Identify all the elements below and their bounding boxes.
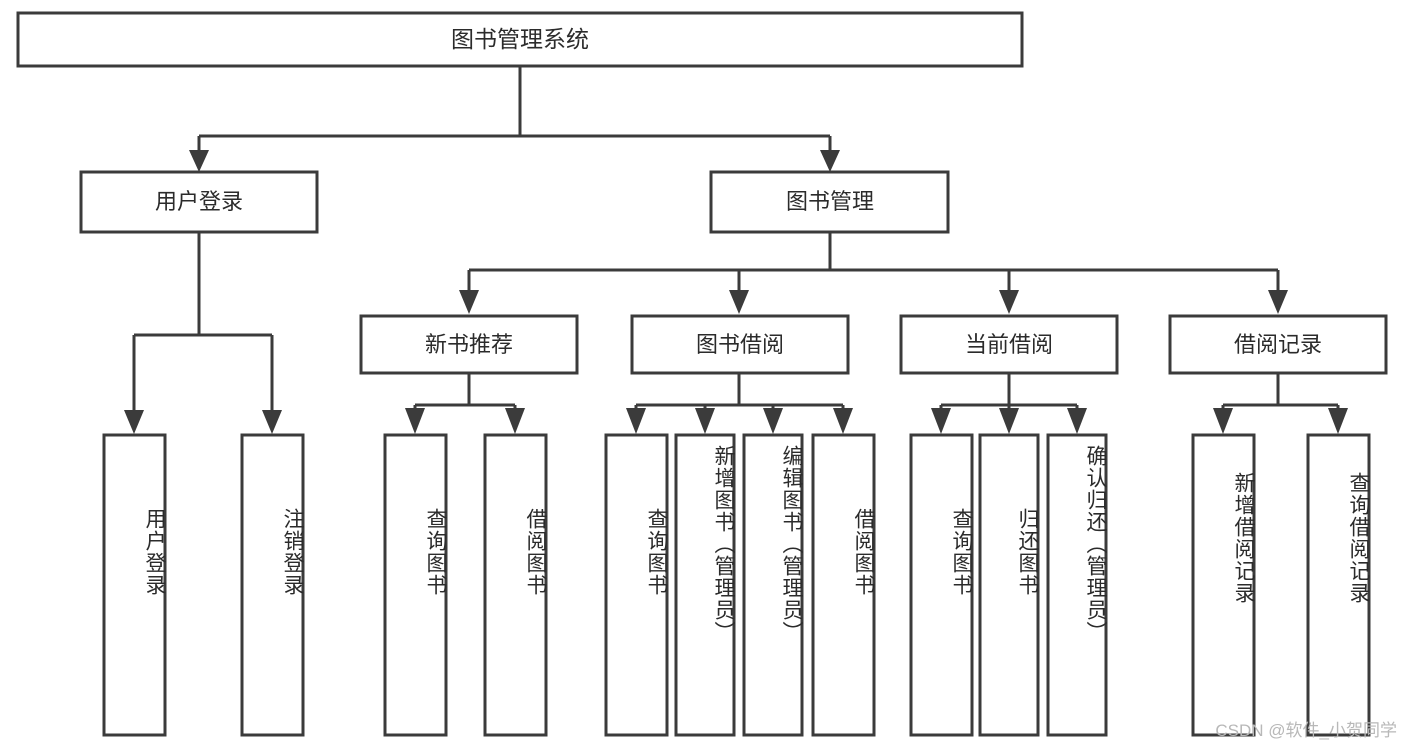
node-borrow-record-label: 借阅记录 [1234, 332, 1322, 357]
node-borrow-record[interactable]: 借阅记录 [1168, 314, 1388, 375]
node-leaf-query-book-3-box[interactable] [909, 433, 974, 737]
node-new-book-rec-box[interactable] [359, 314, 579, 375]
node-user-login[interactable]: 用户登录 [79, 170, 319, 234]
node-root[interactable]: 图书管理系统 [16, 11, 1024, 68]
node-leaf-user-logout-box[interactable] [240, 433, 305, 737]
node-new-book-rec-label: 新书推荐 [425, 332, 513, 357]
node-book-manage[interactable]: 图书管理 [709, 170, 950, 234]
node-leaf-return-book-box[interactable] [978, 433, 1040, 737]
node-leaf-borrow-book-2-box[interactable] [811, 433, 876, 737]
node-leaf-query-book-2-box[interactable] [604, 433, 669, 737]
connector-book-borrow-to-leaves [626, 373, 853, 434]
node-leaf-add-book-box[interactable] [674, 433, 736, 737]
node-leaf-user-login-box[interactable] [102, 433, 167, 737]
node-new-book-rec[interactable]: 新书推荐 [359, 314, 579, 375]
node-root-label: 图书管理系统 [451, 26, 589, 52]
node-current-borrow-label: 当前借阅 [965, 332, 1053, 357]
connector-borrow-record-to-leaves [1213, 373, 1348, 434]
connector-current-borrow-to-leaves [931, 373, 1087, 434]
node-current-borrow-box[interactable] [899, 314, 1119, 375]
node-user-login-label: 用户登录 [155, 189, 243, 214]
node-book-borrow-box[interactable] [630, 314, 850, 375]
node-leaf-confirm-return-box[interactable] [1046, 433, 1108, 737]
node-leaf-add-record-box[interactable] [1191, 433, 1256, 737]
node-borrow-record-box[interactable] [1168, 314, 1388, 375]
node-book-borrow[interactable]: 图书借阅 [630, 314, 850, 375]
node-leaf-query-book-1-box[interactable] [383, 433, 448, 737]
connector-user-login-to-leaves [124, 232, 282, 434]
node-leaf-borrow-book-1-box[interactable] [483, 433, 548, 737]
node-book-borrow-label: 图书借阅 [696, 332, 784, 357]
connector-root-to-level2 [197, 66, 832, 152]
node-book-manage-box[interactable] [709, 170, 950, 234]
connector-new-book-rec-to-leaves [405, 373, 525, 434]
connector-book-manage-to-level3 [459, 232, 1288, 314]
arrowhead-book-manage [820, 150, 840, 172]
node-root-box[interactable] [16, 11, 1024, 68]
arrowhead-user-login [189, 150, 209, 172]
node-leaf-edit-book-box[interactable] [742, 433, 804, 737]
node-current-borrow[interactable]: 当前借阅 [899, 314, 1119, 375]
node-user-login-box[interactable] [79, 170, 319, 234]
watermark-text: CSDN @软件_小贺同学 [1215, 721, 1397, 740]
node-leaf-query-record-box[interactable] [1306, 433, 1371, 737]
node-book-manage-label: 图书管理 [786, 189, 874, 214]
